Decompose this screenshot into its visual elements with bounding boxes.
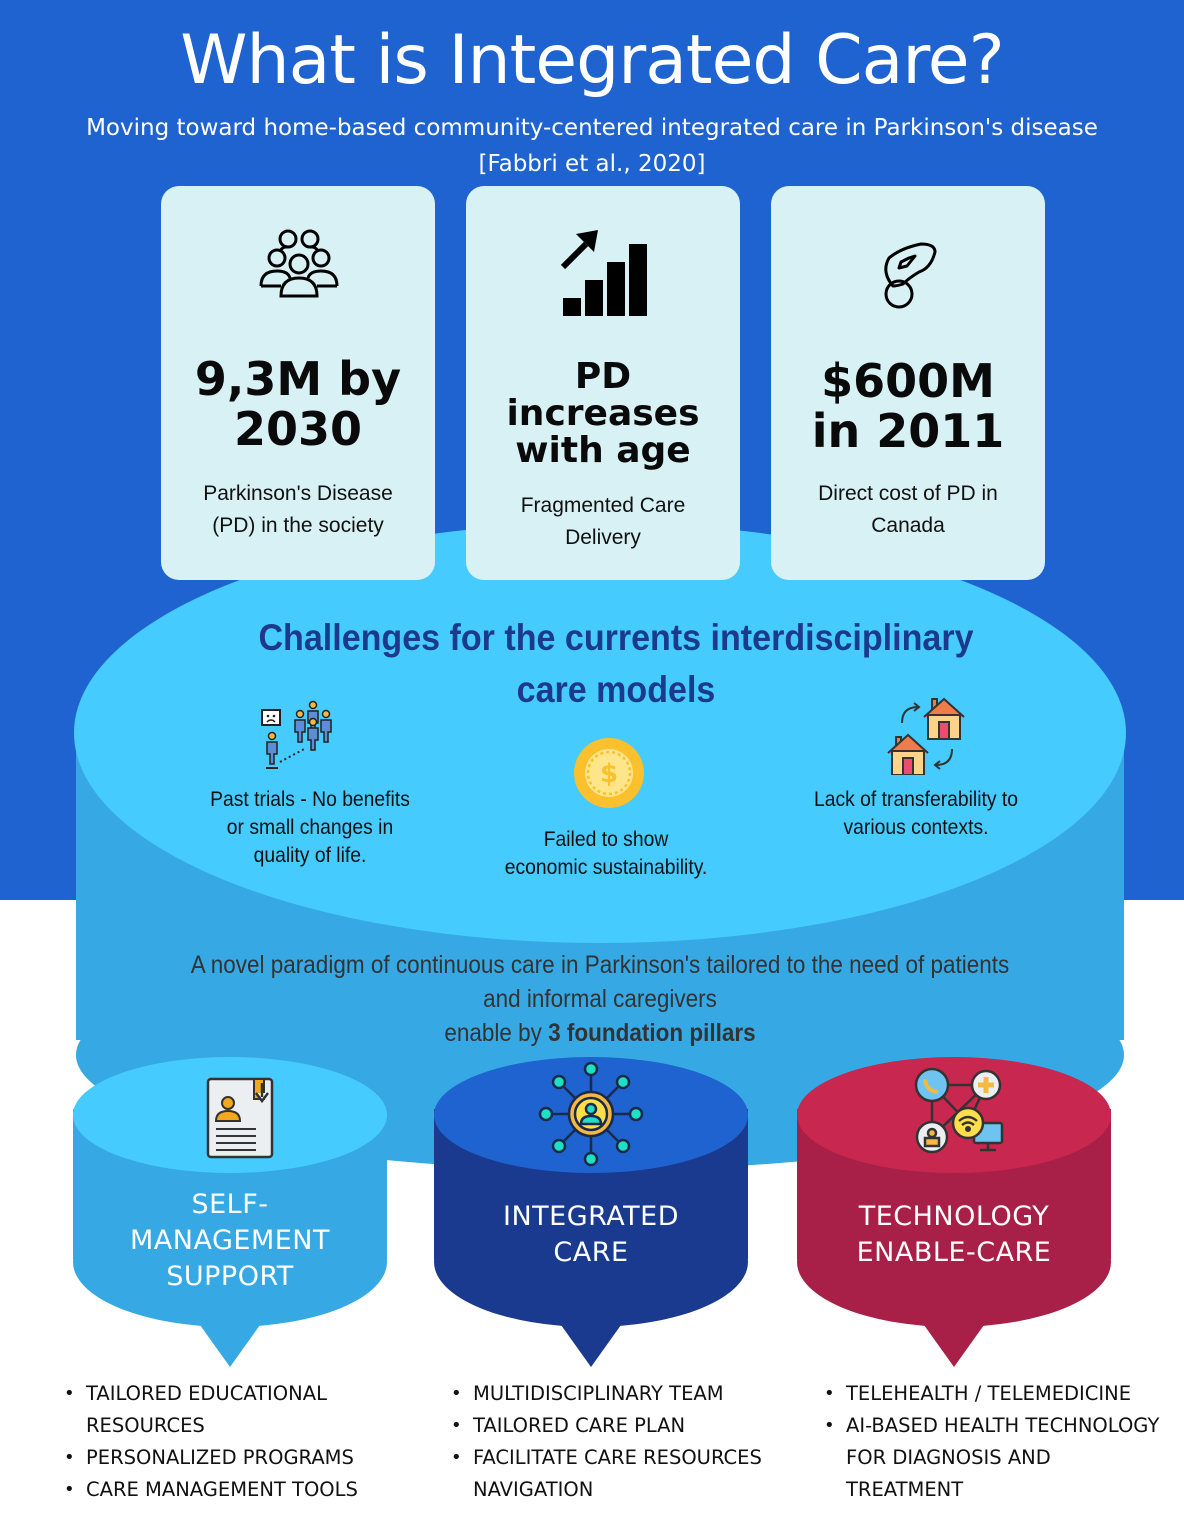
houses-exchange-icon — [886, 695, 970, 776]
stat-headline: increases — [506, 393, 700, 434]
challenge-text: Failed to show — [543, 828, 669, 851]
stat-headline: in 2011 — [811, 404, 1005, 458]
challenge-text: various contexts. — [843, 816, 989, 839]
paradigm-statement: A novel paradigm of continuous care in P… — [150, 948, 1050, 1050]
pillar-label: MANAGEMENT — [130, 1225, 330, 1256]
paradigm-highlight: 3 foundation pillars — [548, 1019, 756, 1047]
challenges-heading: Challenges for the currents interdiscipl… — [215, 612, 1017, 716]
list-item: PERSONALIZED PROGRAMS — [62, 1442, 412, 1474]
challenge-text: or small changes in — [226, 816, 394, 839]
pillar-label: TECHNOLOGY — [858, 1201, 1050, 1232]
challenge-text: quality of life. — [253, 844, 367, 867]
list-item: FACILITATE CARE RESOURCES NAVIGATION — [449, 1442, 773, 1506]
integrated-care-bullet-list: MULTIDISCIPLINARY TEAM TAILORED CARE PLA… — [449, 1378, 789, 1506]
challenge-item-economic: Failed to show economic sustainability. — [477, 826, 735, 882]
stat-description: Delivery — [565, 526, 641, 549]
paradigm-text: and informal caregivers — [483, 985, 717, 1013]
pillar-label: SELF- — [191, 1189, 269, 1220]
stat-headline: 9,3M by — [194, 352, 402, 406]
pillar-pointer — [904, 1297, 1004, 1367]
pillar-label: ENABLE-CARE — [856, 1237, 1052, 1268]
hand-with-coin-icon — [771, 226, 1045, 326]
list-item: TAILORED CARE PLAN — [449, 1410, 789, 1442]
stat-card-age: PD increases with age Fragmented Care De… — [466, 186, 740, 580]
stat-description: Canada — [871, 514, 945, 537]
technology-bullet-list: TELEHEALTH / TELEMEDICINE AI-BASED HEALT… — [822, 1378, 1184, 1506]
list-item: CARE MANAGEMENT TOOLS — [62, 1474, 412, 1506]
pillar-label: INTEGRATED — [502, 1201, 680, 1232]
paradigm-prefix: enable by — [444, 1019, 549, 1047]
list-item: TELEHEALTH / TELEMEDICINE — [822, 1378, 1184, 1410]
svg-text:$: $ — [600, 759, 618, 789]
pillar-technology-enable-care: TECHNOLOGY ENABLE-CARE — [797, 1057, 1111, 1372]
pillar-label: CARE — [553, 1237, 629, 1268]
rising-bar-chart-icon — [466, 230, 740, 330]
challenges-heading-line: care models — [516, 669, 716, 710]
challenge-text: Past trials - No benefits — [210, 788, 410, 811]
stat-description: (PD) in the society — [212, 514, 384, 537]
pillar-self-management: SELF- MANAGEMENT SUPPORT — [73, 1057, 387, 1372]
group-of-people-icon — [161, 226, 435, 326]
subtitle-text: Moving toward home-based community-cente… — [86, 115, 1098, 141]
page-title: What is Integrated Care? — [180, 21, 1004, 100]
pillar-pointer — [180, 1297, 280, 1367]
stat-description: Direct cost of PD in — [818, 482, 998, 505]
list-item: AI-BASED HEALTH TECHNOLOGY FOR DIAGNOSIS… — [822, 1410, 1166, 1506]
challenges-heading-line: Challenges for the currents interdiscipl… — [258, 617, 974, 658]
pillar-label: SUPPORT — [166, 1261, 294, 1292]
paradigm-text: enable by 3 foundation pillars — [150, 1016, 1050, 1050]
person-network-hub-icon — [538, 1061, 644, 1167]
pillar-pointer — [541, 1297, 641, 1367]
stat-headline: 2030 — [233, 402, 363, 456]
self-management-bullet-list: TAILORED EDUCATIONAL RESOURCES PERSONALI… — [62, 1378, 412, 1506]
citation: [Fabbri et al., 2020] — [478, 151, 706, 177]
profile-document-download-icon — [180, 1061, 280, 1161]
challenge-item-past-trials: Past trials - No benefits or small chang… — [190, 786, 429, 870]
stat-card-cost: $600M in 2011 Direct cost of PD in Canad… — [771, 186, 1045, 580]
unhappy-group-icon — [258, 700, 338, 772]
stat-card-prevalence: 9,3M by 2030 Parkinson's Disease (PD) in… — [161, 186, 435, 580]
list-item: MULTIDISCIPLINARY TEAM — [449, 1378, 789, 1410]
page-subtitle: Moving toward home-based community-cente… — [0, 110, 1184, 182]
challenge-text: Lack of transferability to — [813, 788, 1019, 811]
challenge-item-transferability: Lack of transferability to various conte… — [796, 786, 1035, 842]
dollar-coin-icon: $ — [574, 738, 644, 808]
stat-headline: PD — [574, 356, 632, 397]
stat-headline: with age — [515, 430, 691, 471]
pillar-integrated-care: INTEGRATED CARE — [434, 1057, 748, 1372]
stat-description: Parkinson's Disease — [203, 482, 393, 505]
paradigm-text: A novel paradigm of continuous care in P… — [190, 951, 1010, 979]
list-item: TAILORED EDUCATIONAL RESOURCES — [62, 1378, 386, 1442]
challenge-text: economic sustainability. — [504, 856, 708, 879]
stat-headline: $600M — [821, 354, 995, 408]
telehealth-network-icon — [904, 1061, 1004, 1161]
stat-description: Fragmented Care — [520, 494, 686, 517]
